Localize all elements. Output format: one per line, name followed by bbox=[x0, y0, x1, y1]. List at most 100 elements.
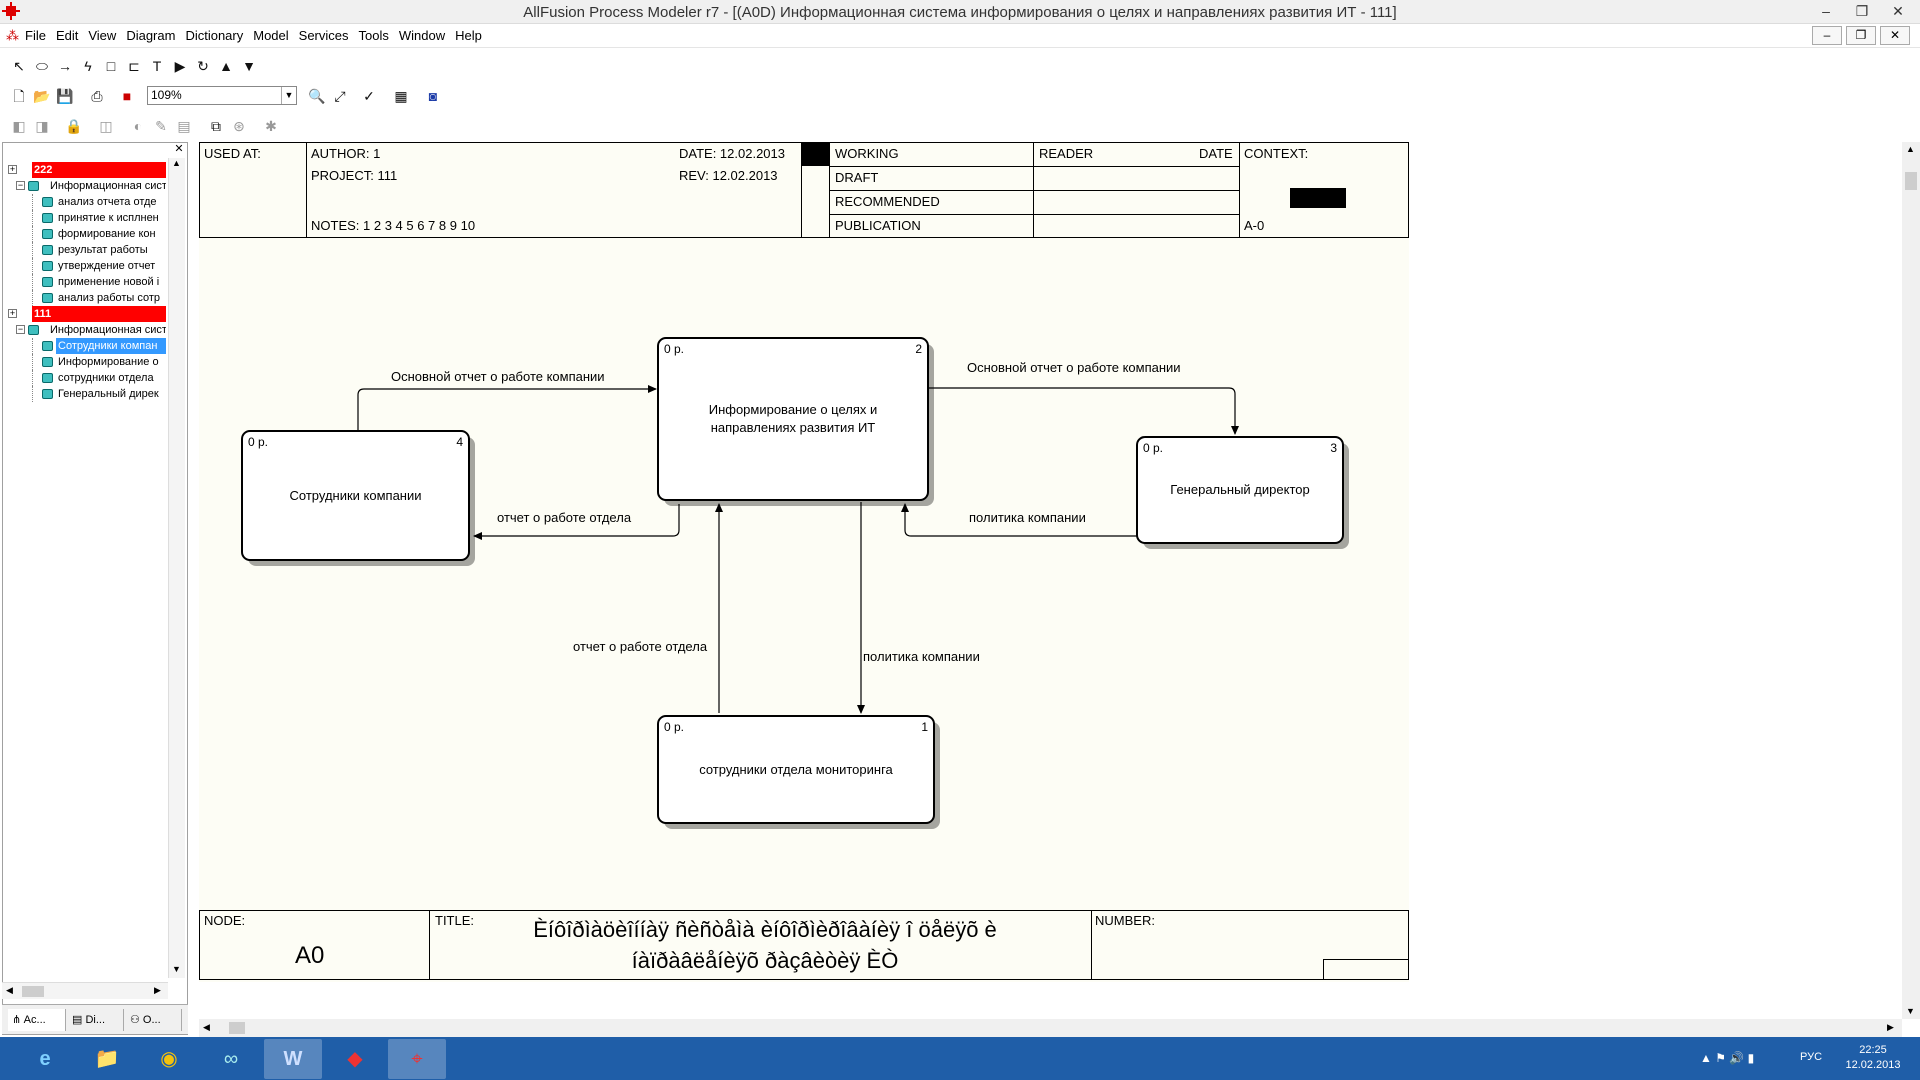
tree-item[interactable]: формирование кон bbox=[6, 226, 166, 242]
taskbar-bpwin-icon[interactable]: ◆ bbox=[347, 1048, 363, 1070]
up-level-icon[interactable]: ▲ bbox=[219, 58, 233, 74]
taskbar-app-icon[interactable]: ∞ bbox=[223, 1048, 239, 1070]
mart-connect-icon[interactable]: ◧ bbox=[12, 118, 26, 134]
taskbar-process-modeler-icon[interactable]: ⌖ bbox=[388, 1039, 446, 1079]
context-thumbnail[interactable] bbox=[1290, 188, 1346, 208]
diagram-horizontal-scrollbar[interactable]: ◀ ▶ bbox=[199, 1019, 1902, 1037]
scroll-down-icon[interactable]: ▼ bbox=[1906, 1006, 1915, 1016]
menu-help[interactable]: Help bbox=[455, 28, 482, 43]
tree-item[interactable]: Генеральный дирек bbox=[6, 386, 166, 402]
minimize-button[interactable]: – bbox=[1822, 3, 1830, 19]
scroll-left-icon[interactable]: ◀ bbox=[203, 1022, 210, 1032]
tree-item[interactable]: утверждение отчет bbox=[6, 258, 166, 274]
chevron-down-icon[interactable]: ▼ bbox=[281, 87, 296, 104]
rotate-tool-icon[interactable]: ↻ bbox=[197, 58, 209, 74]
arrow-label[interactable]: Основной отчет о работе компании bbox=[391, 369, 605, 384]
tab-activities[interactable]: ⋔ Ac... bbox=[8, 1009, 66, 1031]
squiggle-tool-icon[interactable]: ϟ bbox=[84, 58, 92, 74]
tree-model-1[interactable]: +111 bbox=[6, 306, 166, 322]
color-icon[interactable]: ■ bbox=[122, 88, 132, 104]
box-tool-icon[interactable]: □ bbox=[106, 58, 116, 74]
mart-open-icon[interactable]: ◨ bbox=[35, 118, 49, 134]
tree-root-activity[interactable]: −Информационная сист bbox=[6, 178, 166, 194]
tree-root-activity[interactable]: −Информационная сист bbox=[6, 322, 166, 338]
tree-item[interactable]: принятие к исплнен bbox=[6, 210, 166, 226]
navigator-icon[interactable]: ◙ bbox=[428, 88, 438, 104]
scroll-down-icon[interactable]: ▼ bbox=[172, 964, 181, 974]
arrow-policy-to-center[interactable] bbox=[901, 503, 1137, 537]
scroll-right-icon[interactable]: ▶ bbox=[1887, 1022, 1894, 1032]
taskbar-ie-icon[interactable]: e bbox=[39, 1048, 51, 1070]
menu-window[interactable]: Window bbox=[398, 28, 446, 43]
tree-model-0[interactable]: +222 bbox=[6, 162, 166, 178]
activity-box-2[interactable]: 0 р. 2 Информирование о целях и направле… bbox=[657, 337, 929, 501]
mart-sync-icon[interactable]: ◐ bbox=[133, 118, 143, 134]
mdi-minimize-button[interactable]: – bbox=[1812, 26, 1842, 45]
collapse-icon[interactable]: − bbox=[16, 180, 25, 190]
mdi-doc-icon[interactable]: ⁂ bbox=[6, 28, 19, 43]
diagram-vertical-scrollbar[interactable]: ▲ ▼ bbox=[1902, 142, 1920, 1019]
tree-item[interactable]: применение новой і bbox=[6, 274, 166, 290]
app-logo-icon[interactable] bbox=[2, 2, 20, 20]
menu-model[interactable]: Model bbox=[253, 28, 289, 43]
tree-item[interactable]: Информирование о bbox=[6, 354, 166, 370]
scroll-thumb[interactable] bbox=[1905, 172, 1917, 190]
panel-close-icon[interactable]: ✕ bbox=[174, 143, 184, 155]
tab-objects[interactable]: ⚇ O... bbox=[126, 1009, 182, 1031]
arrow-dept-report-to-staff[interactable] bbox=[473, 504, 680, 540]
arrow-main-report-out[interactable] bbox=[929, 387, 1239, 435]
arrow-tool-icon[interactable]: → bbox=[58, 58, 72, 74]
tree-item[interactable]: сотрудники отдела bbox=[6, 370, 166, 386]
pointer-tool-icon[interactable]: ↖ bbox=[13, 58, 25, 74]
zoom-select[interactable]: 109% ▼ bbox=[147, 86, 297, 105]
tree-item[interactable]: Сотрудники компан bbox=[6, 338, 166, 354]
model-explorer-icon[interactable]: ▦ bbox=[394, 88, 408, 104]
collapse-icon[interactable]: − bbox=[16, 324, 25, 334]
text-tool-icon[interactable]: T bbox=[152, 58, 162, 74]
language-indicator[interactable]: РУС bbox=[1800, 1051, 1823, 1063]
arrow-label[interactable]: Основной отчет о работе компании bbox=[967, 360, 1181, 375]
zoom-fit-icon[interactable]: ⤢ bbox=[334, 88, 346, 104]
activity-box-1[interactable]: 0 р. 1 сотрудники отдела мониторинга bbox=[657, 715, 935, 824]
scroll-up-icon[interactable]: ▲ bbox=[172, 158, 181, 168]
clock[interactable]: 22:25 12.02.2013 bbox=[1838, 1043, 1908, 1073]
menu-dictionary[interactable]: Dictionary bbox=[185, 28, 244, 43]
menu-view[interactable]: View bbox=[88, 28, 117, 43]
lock-icon[interactable]: 🔒 bbox=[65, 118, 83, 134]
mdi-restore-button[interactable]: ❐ bbox=[1846, 26, 1876, 45]
arrow-label[interactable]: отчет о работе отдела bbox=[497, 510, 632, 525]
scroll-thumb[interactable] bbox=[229, 1022, 245, 1034]
activity-box-4[interactable]: 0 р. 4 Сотрудники компании bbox=[241, 430, 470, 561]
menu-diagram[interactable]: Diagram bbox=[126, 28, 176, 43]
arrow-main-report-in[interactable] bbox=[357, 385, 657, 431]
menu-services[interactable]: Services bbox=[298, 28, 349, 43]
scroll-left-icon[interactable]: ◀ bbox=[6, 985, 13, 995]
open-icon[interactable]: 📂 bbox=[33, 88, 51, 104]
tree-horizontal-scrollbar[interactable]: ◀ ▶ bbox=[2, 982, 168, 999]
mdi-close-button[interactable]: ✕ bbox=[1880, 26, 1910, 45]
expand-icon[interactable]: + bbox=[8, 308, 17, 318]
activity-box-3[interactable]: 0 р. 3 Генеральный директор bbox=[1136, 436, 1344, 544]
tree-item[interactable]: результат работы bbox=[6, 242, 166, 258]
taskbar-word-icon[interactable]: W bbox=[264, 1039, 322, 1079]
arrow-label[interactable]: отчет о работе отдела bbox=[573, 639, 708, 654]
zoom-in-icon[interactable]: 🔍 bbox=[308, 88, 326, 104]
play-tool-icon[interactable]: ▶ bbox=[174, 58, 186, 74]
bug-icon[interactable]: ✱ bbox=[265, 118, 277, 134]
mart-edit-icon[interactable]: ✎ bbox=[155, 118, 167, 134]
arrow-label[interactable]: политика компании bbox=[969, 510, 1086, 525]
menu-file[interactable]: File bbox=[25, 28, 46, 43]
menu-edit[interactable]: Edit bbox=[55, 28, 79, 43]
ellipse-tool-icon[interactable]: ⬭ bbox=[36, 58, 48, 74]
scroll-up-icon[interactable]: ▲ bbox=[1906, 144, 1915, 154]
scroll-right-icon[interactable]: ▶ bbox=[154, 985, 161, 995]
tab-diagrams[interactable]: ▤ Di... bbox=[68, 1009, 124, 1031]
print-icon[interactable]: ⎙ bbox=[91, 88, 103, 104]
tree-item[interactable]: анализ отчета отде bbox=[6, 194, 166, 210]
restore-button[interactable]: ❐ bbox=[1855, 3, 1869, 19]
expand-icon[interactable]: + bbox=[8, 164, 17, 174]
new-icon[interactable]: 🗋 bbox=[13, 88, 25, 104]
close-button[interactable]: ✕ bbox=[1892, 3, 1904, 19]
tree-item[interactable]: анализ работы сотр bbox=[6, 290, 166, 306]
offpage-tool-icon[interactable]: ⊏ bbox=[128, 58, 140, 74]
